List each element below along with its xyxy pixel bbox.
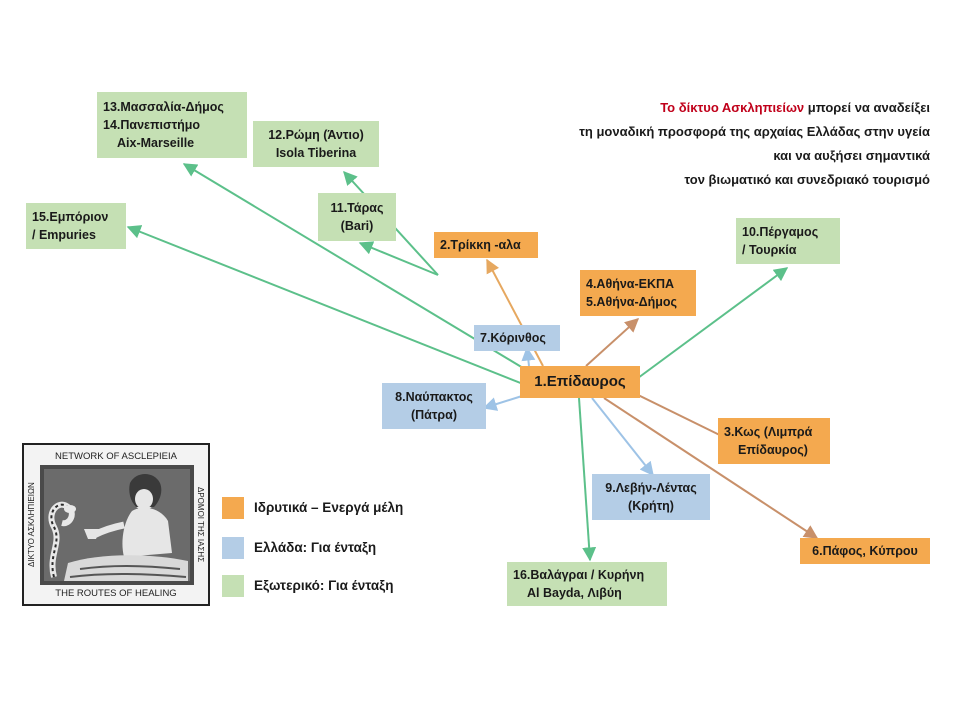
node-massalia-line-2: 14.Πανεπιστήμο — [103, 118, 201, 132]
logo-left-text: ΔΙΚΤΥΟ ΑΣΚΛΗΠΙΕΙΩΝ — [27, 482, 36, 568]
legend-label-greece: Ελλάδα: Για ένταξη — [254, 540, 377, 555]
node-taras-line-1: 11.Τάρας — [330, 201, 384, 215]
node-lebin-line-2: (Κρήτη) — [628, 499, 674, 513]
node-nafpaktos-line-2: (Πάτρα) — [410, 408, 458, 422]
node-massalia-line-3: Aix-Marseille — [117, 136, 195, 150]
arrow-to-athina — [585, 318, 640, 367]
arrow-to-pafos — [603, 397, 819, 539]
node-romi: 12.Ρώμη (Άντιο) Isola Tiberina — [253, 121, 379, 167]
legend-swatch-blue — [222, 537, 244, 559]
node-taras: 11.Τάρας (Bari) — [318, 193, 396, 241]
arrow-to-korinthos — [521, 346, 536, 367]
node-nafpaktos: 8.Ναύπακτος (Πάτρα) — [382, 383, 486, 429]
node-romi-line-2: Isola Tiberina — [275, 146, 357, 160]
legend-label-founding: Ιδρυτικά – Ενεργά μέλη — [254, 500, 404, 515]
node-emporion-line-1: 15.Εμπόριον — [32, 210, 109, 224]
legend-swatch-green — [222, 575, 244, 597]
node-kos: 3.Κως (Λιμπρά Επίδαυρος) — [718, 418, 830, 464]
headline-line-1: Το δίκτυο Ασκληπιείων μπορεί να αναδείξε… — [460, 96, 930, 120]
node-emporion: 15.Εμπόριον / Empuries — [26, 203, 126, 249]
node-pergamos-line-2: / Τουρκία — [742, 243, 797, 257]
arrow-to-taras — [358, 241, 439, 276]
node-athina: 4.Αθήνα-ΕΚΠΑ 5.Αθήνα-Δήμος — [580, 270, 696, 316]
node-balagrai-line-2: Al Bayda, Λιβύη — [527, 586, 622, 600]
node-lebin-line-1: 9.Λεβήν-Λέντας — [605, 481, 697, 495]
node-massalia: 13.Μασσαλία-Δήμος 14.Πανεπιστήμο Aix-Mar… — [97, 92, 247, 158]
arrow-to-balagrai — [578, 397, 597, 562]
asclepieia-logo: NETWORK OF ASCLEPIEIA ΔΙΚΤΥΟ ΑΣΚΛΗΠΙΕΙΩΝ… — [22, 443, 210, 606]
headline-line-1-rest: μπορεί να αναδείξει — [804, 100, 930, 115]
arrow-to-nafpaktos — [482, 395, 523, 411]
node-balagrai: 16.Βαλάγραι / Κυρήνη Al Bayda, Λιβύη — [507, 562, 667, 606]
node-epidavros-label: 1.Επίδαυρος — [534, 373, 626, 390]
headline-line-4: τον βιωματικό και συνεδριακό τουρισμό — [684, 172, 930, 187]
node-pergamos-line-1: 10.Πέργαμος — [742, 225, 819, 239]
arrow-to-emporion — [126, 225, 524, 385]
node-nafpaktos-line-1: 8.Ναύπακτος — [395, 390, 473, 404]
arrow-to-lebin — [591, 397, 654, 477]
node-balagrai-line-1: 16.Βαλάγραι / Κυρήνη — [513, 568, 645, 582]
node-trikki: 2.Τρίκκη -αλα — [434, 232, 538, 258]
node-athina-line-1: 4.Αθήνα-ΕΚΠΑ — [586, 277, 675, 291]
legend-label-abroad: Εξωτερικό: Για ένταξη — [254, 578, 394, 593]
node-pafos: 6.Πάφος, Κύπρου — [800, 538, 930, 564]
asclepius-figure-image — [40, 465, 194, 585]
node-lebin: 9.Λεβήν-Λέντας (Κρήτη) — [592, 474, 710, 520]
node-emporion-line-2: / Empuries — [32, 228, 96, 242]
logo-top-text: NETWORK OF ASCLEPIEIA — [55, 451, 177, 462]
node-taras-line-2: (Bari) — [340, 219, 374, 233]
node-kos-line-1: 3.Κως (Λιμπρά — [724, 425, 813, 439]
logo-bottom-text: THE ROUTES OF HEALING — [55, 588, 177, 599]
node-korinthos: 7.Κόρινθος — [474, 325, 560, 351]
headline-text: Το δίκτυο Ασκληπιείων μπορεί να αναδείξε… — [460, 96, 930, 192]
node-trikki-label: 2.Τρίκκη -αλα — [440, 238, 521, 252]
node-pergamos: 10.Πέργαμος / Τουρκία — [736, 218, 840, 264]
legend-swatch-orange — [222, 497, 244, 519]
arrow-to-pergamos — [637, 267, 789, 379]
node-romi-line-1: 12.Ρώμη (Άντιο) — [268, 128, 364, 142]
node-pafos-label: 6.Πάφος, Κύπρου — [812, 544, 918, 558]
node-massalia-line-1: 13.Μασσαλία-Δήμος — [103, 100, 224, 114]
headline-line-2: τη μοναδική προσφορά της αρχαίας Ελλάδας… — [579, 124, 930, 139]
node-korinthos-label: 7.Κόρινθος — [480, 331, 546, 345]
headline-line-3: και να αυξήσει σημαντικά — [773, 148, 930, 163]
headline-highlight: Το δίκτυο Ασκληπιείων — [660, 100, 805, 115]
node-athina-line-2: 5.Αθήνα-Δήμος — [586, 295, 678, 309]
node-kos-line-2: Επίδαυρος) — [738, 443, 808, 457]
node-epidavros: 1.Επίδαυρος — [520, 366, 640, 398]
logo-right-text: ΔΡΟΜΟΙ ΤΗΣ ΙΑΣΗΣ — [196, 487, 205, 563]
